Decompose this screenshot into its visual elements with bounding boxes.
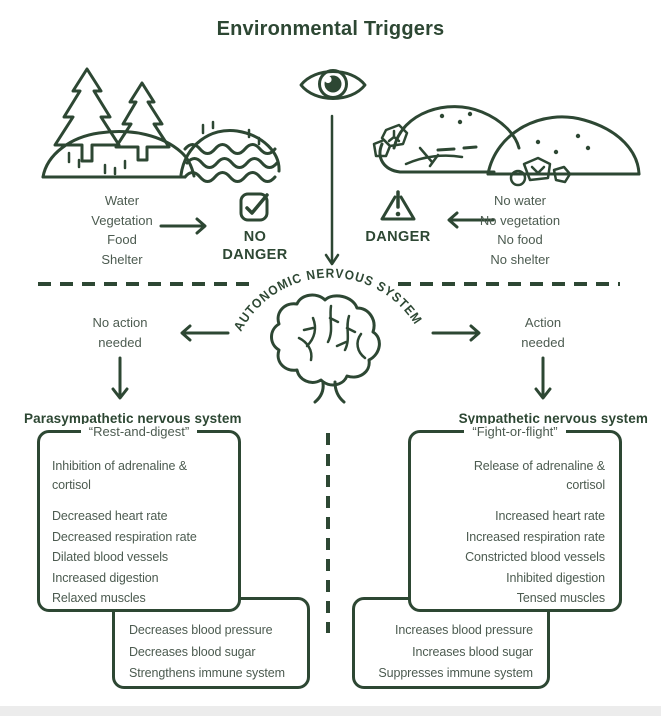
arc-label: AUTONOMIC NERVOUS SYSTEM [230,266,425,334]
list-item: Inhibition of adrenaline & [52,459,187,473]
list-item: DANGER [365,229,431,245]
list-item: Food [107,232,137,247]
list-item: Increased heart rate [495,509,605,523]
action-needed-label: Action needed [495,313,591,353]
page-title: Environmental Triggers [216,18,445,40]
list-item: Strengthens immune system [129,666,285,680]
list-item: NO [243,229,267,245]
parasympathetic-title: Parasympathetic nervous system [24,411,242,426]
no-danger-label: NO DANGER [213,228,297,264]
danger-label: DANGER [356,228,440,246]
autonomic-hub: AUTONOMIC NERVOUS SYSTEM [230,266,425,404]
list-item: No food [497,232,543,247]
arrow-right-icon [159,217,207,235]
list-item: No water [493,193,547,208]
arrow-left-icon [447,211,495,229]
sympathetic-hormones: Release of adrenaline & cortisol [411,433,619,495]
dashed-divider-vertical [326,433,330,633]
list-item: Decreases blood pressure [129,623,273,637]
list-item: needed [521,335,565,350]
list-item: No action [92,315,148,330]
arrow-down-icon [534,356,552,400]
list-item: Water [104,193,140,208]
list-item: Action [524,315,562,330]
list-item: Tensed muscles [516,591,605,605]
parasympathetic-box: “Rest-and-digest” Inhibition of adrenali… [37,424,241,612]
sympathetic-box: “Fight-or-flight” Release of adrenaline … [408,424,622,612]
no-action-needed-label: No action needed [70,313,170,353]
footer-bar [0,706,661,716]
list-item: Vegetation [91,212,153,228]
parasympathetic-nickname: “Rest-and-digest” [80,424,198,439]
sympathetic-nickname: “Fight-or-flight” [464,424,566,439]
checkbox-checked-icon [239,192,269,222]
dashed-divider-right [398,282,620,286]
list-item: No shelter [490,251,550,267]
eye-icon [299,69,367,100]
sympathetic-title: Sympathetic nervous system [458,411,648,426]
arrow-right-icon [431,324,481,342]
list-item: Suppresses immune system [378,666,533,680]
list-item: Release of adrenaline & [473,459,605,473]
arrow-down-icon [111,356,129,400]
barren-desert-illustration [372,105,641,187]
list-item: DANGER [222,247,288,263]
arrow-left-icon [180,324,230,342]
list-item: cortisol [566,478,605,492]
arrow-down-long-icon [324,114,340,266]
parasympathetic-hormones: Inhibition of adrenaline & cortisol [40,433,238,495]
warning-triangle-icon [380,190,416,221]
list-item: cortisol [52,478,91,492]
list-item: Inhibited digestion [506,570,605,585]
brain-icon [270,293,381,404]
list-item: Increased respiration rate [465,529,605,544]
list-item: Dilated blood vessels [52,550,169,564]
list-item: Increases blood pressure [395,623,533,637]
list-item: Increases blood sugar [412,644,533,659]
dashed-divider-left [38,282,252,286]
list-item: Shelter [101,251,143,267]
list-item: No vegetation [479,212,561,228]
list-item: Decreased respiration rate [52,529,197,544]
list-item: Relaxed muscles [52,591,146,605]
list-item: needed [98,335,142,350]
list-item: Decreases blood sugar [129,644,256,659]
list-item: Increased digestion [52,570,159,585]
hostile-resources-list: No water No vegetation No food No shelter [455,191,585,269]
forest-lake-illustration [41,67,281,183]
list-item: Constricted blood vessels [465,550,605,564]
list-item: Decreased heart rate [52,509,168,523]
